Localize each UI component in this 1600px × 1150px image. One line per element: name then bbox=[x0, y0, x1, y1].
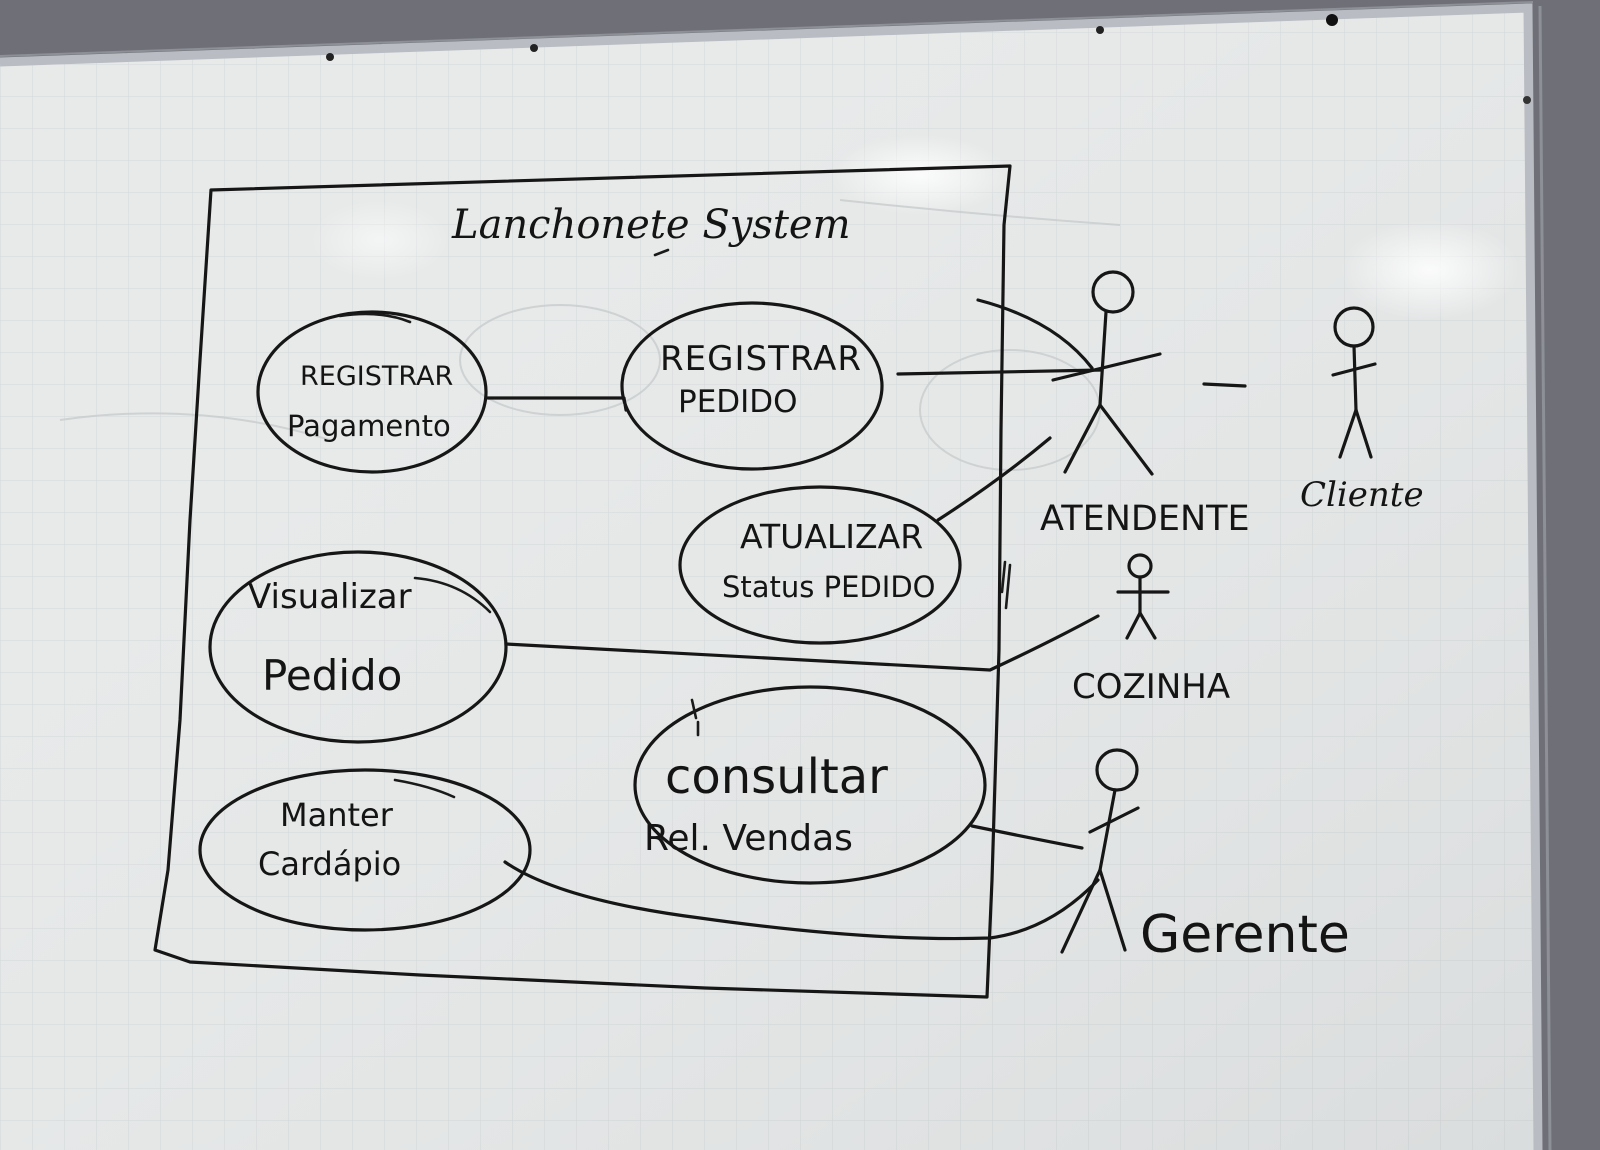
stick-figure-icon bbox=[1060, 748, 1140, 954]
link-pagamento-pedido bbox=[486, 396, 628, 412]
link-atualizar-atendente bbox=[936, 436, 1052, 522]
stick-figure-icon bbox=[1051, 270, 1162, 476]
actor-cliente: Cliente bbox=[1300, 306, 1424, 515]
usecase-atualizar-status: ATUALIZAR Status PEDIDO bbox=[678, 485, 962, 645]
usecase-label-line1: REGISTRAR bbox=[660, 339, 862, 379]
link-visualizar-cozinha bbox=[504, 614, 1100, 672]
actor-label: ATENDENTE bbox=[1040, 499, 1250, 539]
usecase-label-line2: Pagamento bbox=[287, 409, 451, 443]
link-pedido-atendente bbox=[896, 368, 1104, 376]
usecase-label-line2: Cardápio bbox=[258, 845, 401, 883]
usecase-label-line2: Status PEDIDO bbox=[722, 570, 935, 604]
actor-atendente: ATENDENTE bbox=[1040, 270, 1250, 539]
link-manter-gerente bbox=[503, 860, 1100, 941]
actor-label: Gerente bbox=[1140, 905, 1350, 965]
usecase-registrar-pagamento: REGISTRAR Pagamento bbox=[256, 310, 488, 474]
usecase-registrar-pedido: REGISTRAR PEDIDO bbox=[620, 301, 884, 471]
associations bbox=[486, 298, 1104, 941]
system-boundary bbox=[153, 164, 1012, 999]
usecase-label-line1: Manter bbox=[280, 796, 394, 834]
usecase-label-line1: Visualizar bbox=[248, 577, 412, 617]
usecase-label-line1: ATUALIZAR bbox=[740, 517, 923, 556]
usecase-label-line2: Rel. Vendas bbox=[644, 818, 853, 859]
stick-figure-icon bbox=[1331, 306, 1377, 459]
actor-label: Cliente bbox=[1300, 475, 1424, 515]
actor-cozinha: COZINHA bbox=[1072, 553, 1230, 707]
usecase-visualizar-pedido: Visualizar Pedido bbox=[208, 550, 508, 744]
usecase-label-line2: PEDIDO bbox=[678, 384, 798, 420]
usecase-manter-cardapio: Manter Cardápio bbox=[198, 768, 532, 932]
usecase-label-line1: REGISTRAR bbox=[300, 361, 453, 392]
link-atendente-extra bbox=[976, 298, 1094, 370]
system-title: Lanchonete System bbox=[451, 202, 851, 248]
boundary-tick bbox=[1000, 560, 1012, 610]
usecase-label-line2: Pedido bbox=[262, 651, 402, 700]
actor-label: COZINHA bbox=[1072, 667, 1230, 707]
actor-relation-dash bbox=[1202, 382, 1247, 388]
title-underline bbox=[653, 248, 670, 257]
actor-gerente: Gerente bbox=[1060, 748, 1350, 965]
usecase-consultar-vendas: consultar Rel. Vendas bbox=[633, 685, 987, 885]
stick-figure-icon bbox=[1116, 553, 1170, 640]
whiteboard bbox=[0, 1, 1552, 1150]
usecase-label-line1: consultar bbox=[665, 749, 888, 805]
link-consultar-gerente bbox=[970, 824, 1084, 850]
